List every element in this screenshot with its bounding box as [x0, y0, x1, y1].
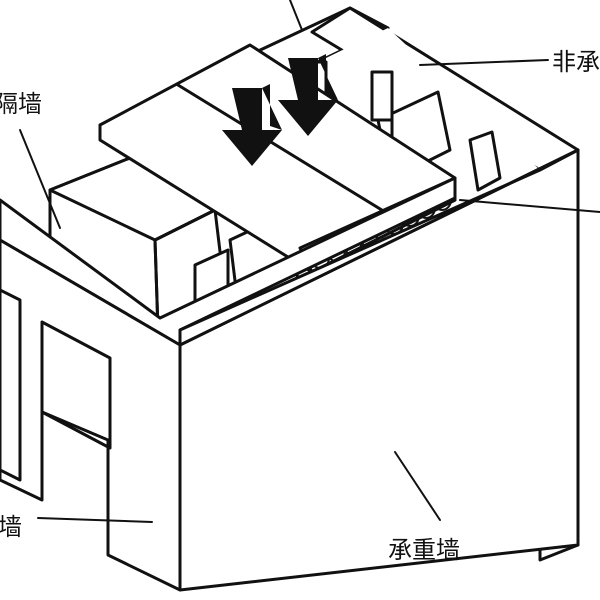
leader-slab [459, 199, 600, 213]
leader-non-load-bearing [419, 59, 549, 66]
arrow-leader-top [289, 0, 303, 31]
load-bearing-wall-face [178, 148, 580, 592]
labels: 隔墙 非承 墙 承重墙 [0, 48, 600, 564]
load-arrow-left [222, 84, 282, 166]
load-arrow-right [278, 54, 338, 136]
leader-wall-bottom [37, 517, 153, 523]
leader-lines [19, 59, 600, 523]
leader-partition-top [19, 129, 61, 229]
label-partition-wall: 隔墙 [0, 90, 42, 118]
label-load-bearing-wall: 承重墙 [388, 536, 460, 564]
leader-load-bearing [394, 451, 441, 521]
building-structure [0, 0, 580, 592]
label-non-load-bearing-wall: 非承 [552, 48, 600, 76]
label-wall-bottom-left: 墙 [0, 513, 22, 541]
